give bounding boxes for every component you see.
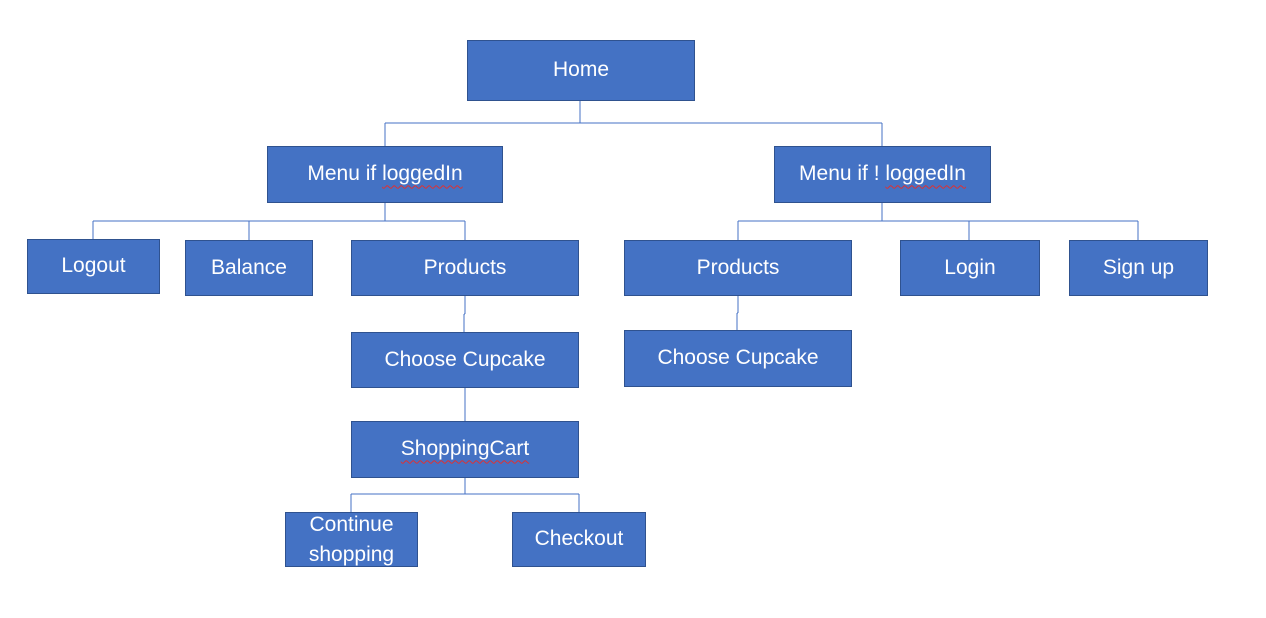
shopping-cart-label: ShoppingCart [400,437,530,461]
login-label: Login [944,255,996,279]
menu-logged-in-flagged-word: loggedIn [382,162,463,186]
choose-cupcake-not-logged-in-node: Choose Cupcake [624,330,852,387]
signup-node: Sign up [1069,240,1208,296]
menu-not-logged-in-node: Menu if ! loggedIn [774,146,991,203]
products-logged-in-node: Products [351,240,579,296]
checkout-node: Checkout [512,512,646,567]
products-not-logged-in-label: Products [696,255,780,279]
continue-shopping-node: Continue shopping [285,512,418,567]
home-label: Home [552,58,610,82]
menu-not-logged-in-prefix: Menu if ! [799,162,886,186]
balance-label: Balance [211,255,287,279]
products-logged-in-label: Products [423,255,507,279]
products-not-logged-in-node: Products [624,240,852,296]
shopping-cart-node: ShoppingCart [351,421,579,478]
checkout-label: Checkout [534,527,624,551]
signup-label: Sign up [1102,255,1175,279]
logout-node: Logout [27,239,160,294]
menu-logged-in-node: Menu if loggedIn [267,146,503,203]
balance-node: Balance [185,240,313,296]
menu-not-logged-in-flagged-word: loggedIn [885,162,966,186]
choose-cupcake-not-logged-in-label: Choose Cupcake [657,346,819,370]
menu-logged-in-prefix: Menu if [307,162,383,186]
login-node: Login [900,240,1040,296]
logout-label: Logout [61,254,126,278]
continue-shopping-label: Continue shopping [308,513,395,566]
choose-cupcake-logged-in-node: Choose Cupcake [351,332,579,388]
choose-cupcake-logged-in-label: Choose Cupcake [384,347,546,371]
menu-logged-in-label: Menu if loggedIn [307,159,462,189]
home-node: Home [467,40,695,101]
menu-not-logged-in-label: Menu if ! loggedIn [799,159,966,189]
